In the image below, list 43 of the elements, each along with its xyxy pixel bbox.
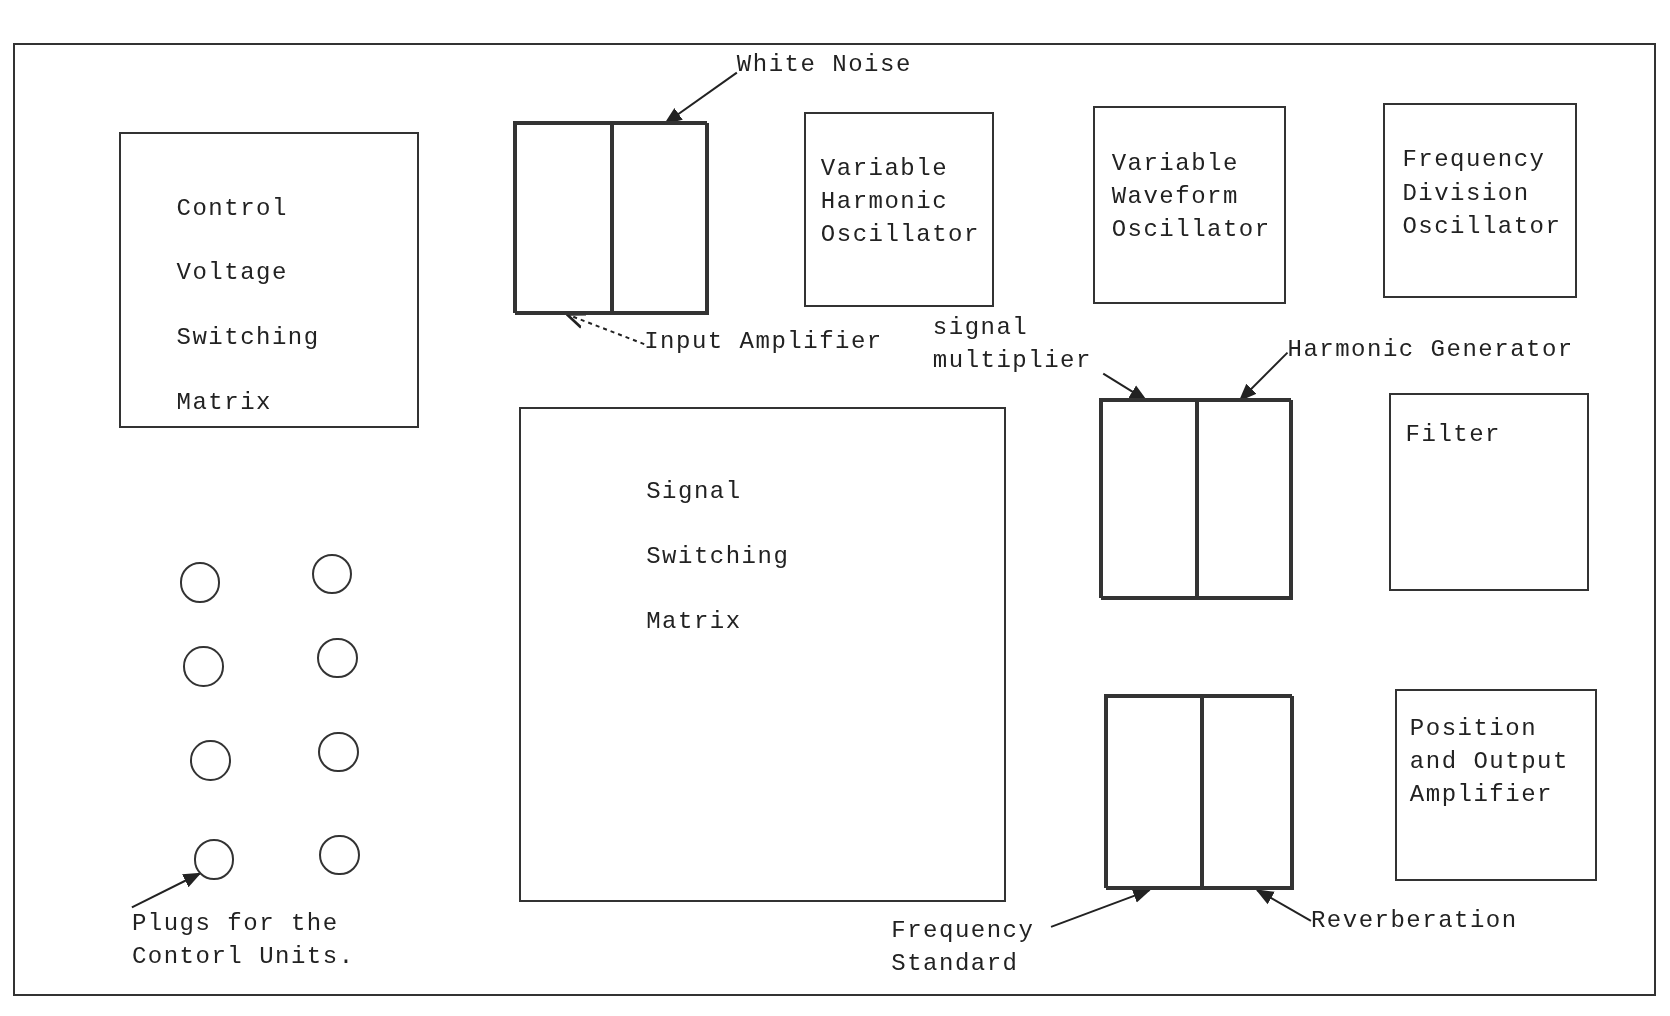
module-label: Control Voltage Switching Matrix — [176, 193, 321, 419]
module-label: Position and Output Amplifier — [1409, 714, 1570, 811]
part-label: Harmonic Generator — [1287, 336, 1574, 364]
plug-socket — [179, 562, 221, 603]
module-section — [1196, 400, 1293, 601]
module-label: Filter — [1405, 420, 1502, 451]
module-box — [518, 406, 1007, 902]
leader-line — [1050, 889, 1152, 928]
plug-socket — [311, 553, 353, 595]
plug-socket — [319, 834, 360, 876]
leader-line — [565, 312, 646, 346]
module-box — [1104, 694, 1292, 889]
module-box — [1395, 688, 1598, 881]
module-label: Frequency Division Oscillator — [1402, 145, 1563, 242]
module-box — [1099, 398, 1291, 599]
leader-line — [130, 872, 202, 909]
panel-outline — [12, 42, 1657, 996]
module-label: Signal Switching Matrix — [646, 476, 791, 637]
module-box — [119, 131, 420, 428]
part-label: signal multiplier — [932, 310, 1104, 377]
module-box — [1092, 106, 1287, 305]
part-label: Input Amplifier — [644, 327, 883, 355]
module-section — [1106, 696, 1203, 891]
plug-socket — [190, 740, 231, 781]
module-label: Variable Harmonic Oscillator — [820, 154, 981, 251]
module-box — [513, 121, 708, 313]
module-box — [1383, 103, 1578, 299]
part-label: Plugs for the Contorl Units. — [131, 907, 377, 974]
plug-socket — [183, 646, 224, 687]
module-section — [612, 123, 709, 315]
module-label: Variable Waveform Oscillator — [1111, 148, 1272, 245]
plug-socket — [318, 731, 359, 772]
module-section — [1202, 696, 1294, 891]
plug-socket — [193, 839, 235, 880]
module-section — [515, 123, 613, 315]
leader-line — [1255, 889, 1312, 922]
part-label: Reverberation — [1310, 907, 1518, 935]
plug-socket — [317, 637, 358, 679]
module-section — [1101, 400, 1197, 601]
part-label: Frequency Standard — [891, 913, 1052, 980]
module-box — [803, 111, 994, 307]
part-label: White Noise — [736, 50, 912, 78]
module-box — [1388, 392, 1589, 591]
